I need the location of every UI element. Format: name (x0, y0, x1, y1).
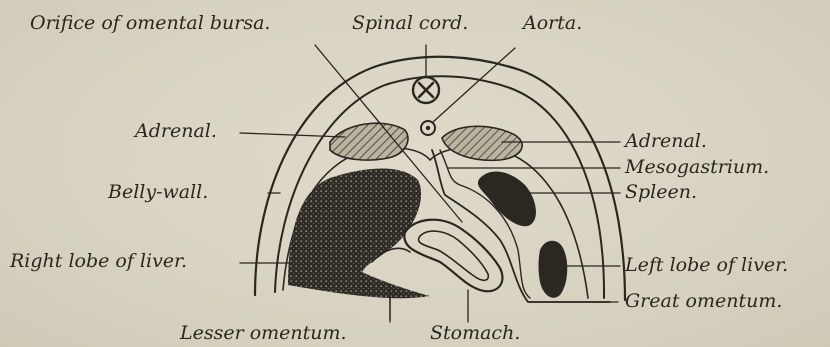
label-adrenal-left: Adrenal. (625, 132, 707, 151)
stomach-outer (404, 220, 502, 292)
label-right-lobe-of-liver: Right lobe of liver. (10, 252, 187, 271)
label-aorta: Aorta. (523, 14, 582, 33)
label-great-omentum: Great omentum. (625, 292, 782, 311)
label-belly-wall: Belly-wall. (108, 183, 208, 202)
right-lobe-of-liver (288, 168, 430, 298)
spinal-cord-cross (419, 83, 433, 97)
label-left-lobe-of-liver: Left lobe of liver. (625, 256, 788, 275)
label-stomach: Stomach. (430, 324, 520, 343)
label-adrenal-right: Adrenal. (135, 122, 217, 141)
label-spinal-cord: Spinal cord. (352, 14, 468, 33)
label-lesser-omentum: Lesser omentum. (180, 324, 347, 343)
label-orifice-of-omental-bursa: Orifice of omental bursa. (30, 14, 270, 33)
left-adrenal (442, 126, 522, 160)
right-adrenal (330, 123, 408, 160)
label-spleen: Spleen. (625, 183, 697, 202)
label-mesogastrium: Mesogastrium. (625, 158, 769, 177)
left-lobe-of-liver (539, 241, 568, 298)
